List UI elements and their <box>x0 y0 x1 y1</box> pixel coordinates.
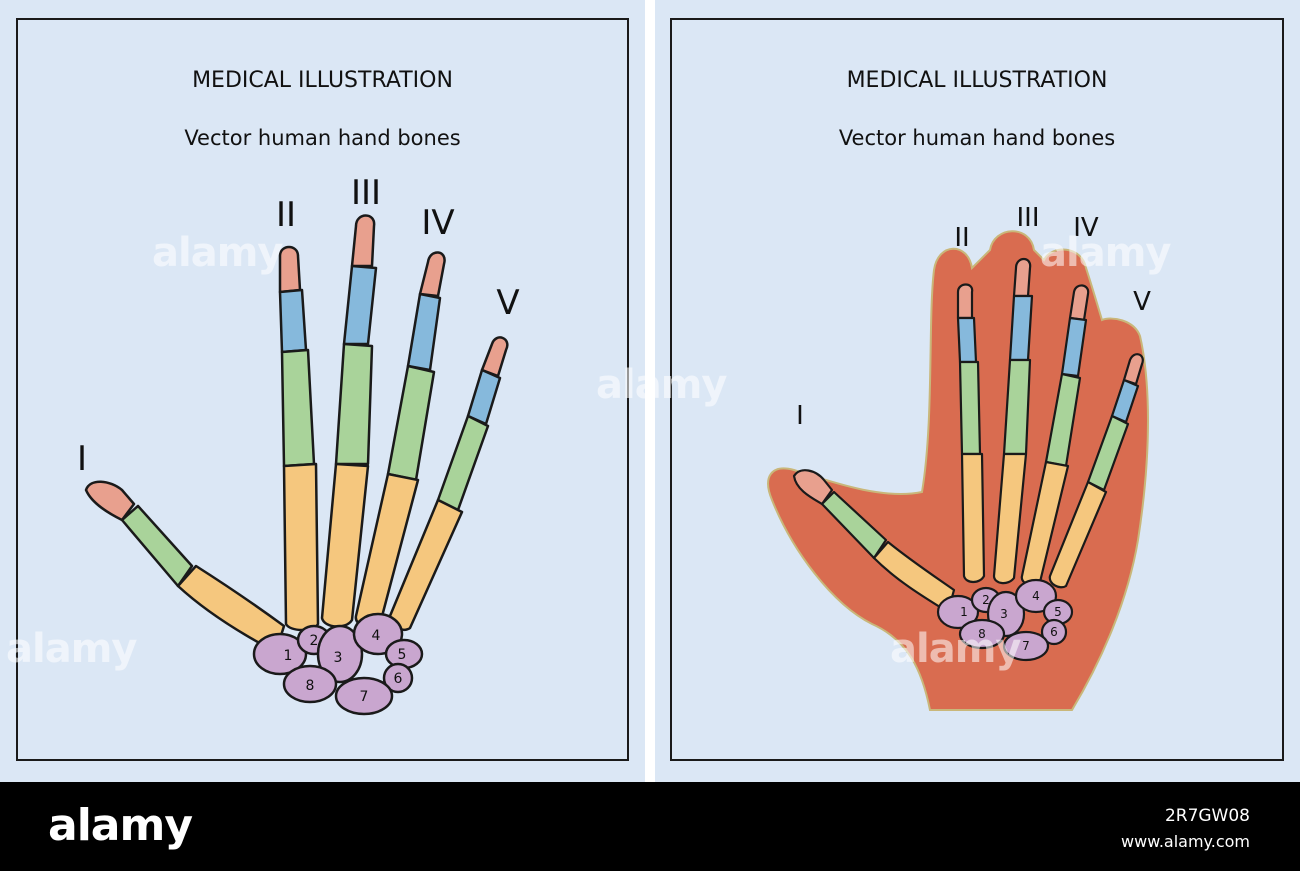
digit-label-I: I <box>796 401 804 431</box>
finger-2-metacarpal <box>282 462 320 632</box>
finger-4-distal <box>418 251 446 298</box>
panel-subtitle: Vector human hand bones <box>184 126 461 150</box>
digit-label-V: V <box>1133 287 1151 317</box>
digit-label-V: V <box>496 283 519 323</box>
finger-2-bones <box>278 245 320 632</box>
carpal-label-3: 3 <box>1000 607 1008 621</box>
digit-label-I: I <box>77 439 87 479</box>
finger-5-distal <box>480 336 509 378</box>
finger-5-bones <box>1048 353 1144 589</box>
finger-2-middle <box>278 288 308 354</box>
digit-label-IV: IV <box>1073 213 1099 243</box>
carpal-label-7: 7 <box>1022 639 1030 653</box>
carpal-label-4: 4 <box>372 628 381 644</box>
finger-3-bones <box>320 214 378 628</box>
panel-divider <box>645 0 655 782</box>
carpal-bones <box>936 578 1074 662</box>
carpal-1 <box>252 632 308 676</box>
carpal-8 <box>282 664 338 704</box>
thumb-proximal-phalanx <box>120 504 194 588</box>
digit-label-II: II <box>276 195 296 235</box>
panel-subtitle: Vector human hand bones <box>838 126 1116 150</box>
carpal-6 <box>382 662 414 694</box>
alamy-logo: alamy <box>48 800 193 851</box>
carpal-label-5: 5 <box>1054 605 1062 619</box>
hand-skin-diagram: 1 2 3 4 5 6 7 8 I II III IV V <box>767 203 1151 711</box>
carpal-label-4: 4 <box>1032 589 1040 603</box>
finger-5-middle <box>466 368 502 426</box>
hand-bones-diagram: 1 2 3 4 5 6 7 8 I II III IV V <box>77 173 520 716</box>
panel-title: MEDICAL ILLUSTRATION <box>192 68 453 93</box>
carpal-label-7: 7 <box>360 689 369 705</box>
finger-3-proximal <box>334 342 374 466</box>
finger-4-bones <box>354 251 446 629</box>
panel-bones: MEDICAL ILLUSTRATION Vector human hand b… <box>16 18 629 761</box>
panel-title: MEDICAL ILLUSTRATION <box>846 68 1108 93</box>
thumb-bones <box>792 469 956 614</box>
finger-4-middle <box>406 292 442 372</box>
carpal-label-3: 3 <box>334 650 343 666</box>
carpal-label-1: 1 <box>284 648 293 664</box>
finger-3-middle <box>342 264 378 346</box>
digit-label-II: II <box>954 223 969 253</box>
carpal-3 <box>316 624 364 684</box>
site-url: www.alamy.com <box>1121 832 1250 851</box>
digit-label-IV: IV <box>421 203 454 243</box>
carpal-label-6: 6 <box>1050 625 1058 639</box>
finger-3-distal <box>350 214 376 268</box>
carpal-7 <box>334 676 394 716</box>
image-id: 2R7GW08 <box>1164 806 1250 826</box>
finger-2-bones <box>956 283 986 584</box>
watermark: alamy <box>6 626 137 672</box>
carpal-label-5: 5 <box>398 647 407 663</box>
watermark: alamy <box>596 362 727 408</box>
watermark: alamy <box>1040 230 1171 276</box>
digit-label-III: III <box>351 173 381 213</box>
digit-label-III: III <box>1016 203 1039 233</box>
footer-bar: alamy 2R7GW08 www.alamy.com <box>0 782 1300 871</box>
finger-5-proximal <box>436 414 490 512</box>
finger-3-bones <box>992 257 1034 585</box>
carpal-bones <box>252 612 424 716</box>
carpal-label-8: 8 <box>306 678 315 694</box>
thumb-distal-phalanx <box>84 480 136 522</box>
carpal-label-8: 8 <box>978 627 986 641</box>
thumb-bones <box>84 480 286 654</box>
carpal-label-6: 6 <box>394 671 403 687</box>
watermark: alamy <box>152 230 283 276</box>
watermark: alamy <box>890 626 1021 672</box>
finger-4-proximal <box>386 364 436 482</box>
thumb-metacarpal <box>176 564 286 654</box>
panel-hand-with-skin: MEDICAL ILLUSTRATION Vector human hand b… <box>670 18 1284 761</box>
carpal-label-1: 1 <box>960 605 968 619</box>
carpal-label-2: 2 <box>982 593 990 607</box>
carpal-label-2: 2 <box>310 633 319 649</box>
finger-2-distal <box>278 245 302 294</box>
finger-2-proximal <box>280 348 316 468</box>
finger-4-bones <box>1020 284 1090 586</box>
